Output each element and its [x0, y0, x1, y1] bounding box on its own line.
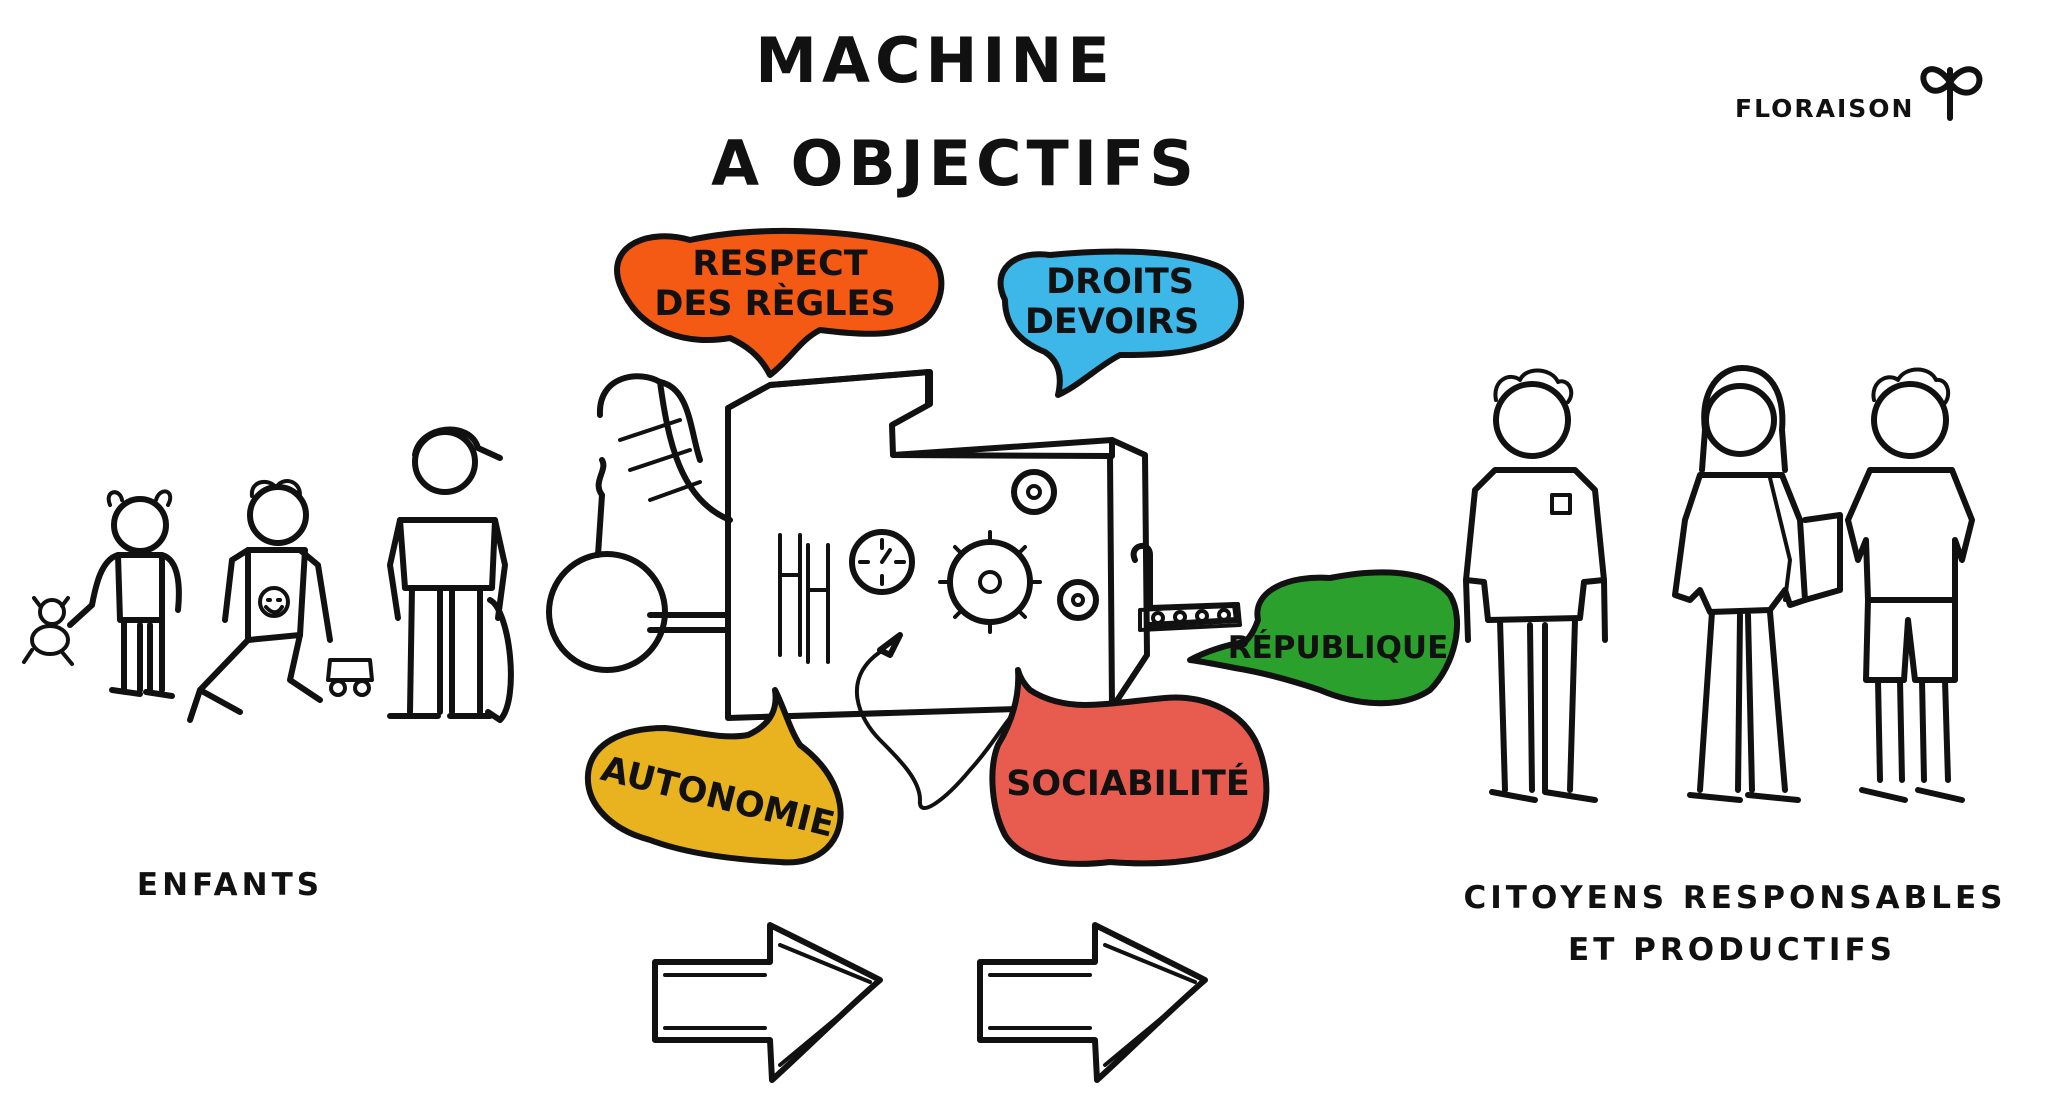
bubble-respect-des-regles: RESPECT DES RÈGLES [614, 227, 945, 378]
child-with-cap-icon [387, 426, 514, 723]
bubble-sociabilite-shape [989, 667, 1270, 867]
bubble-sociabilite: SOCIABILITÉ [989, 667, 1270, 867]
bubble-respect-line-2: DES RÈGLES [654, 282, 895, 324]
bubble-droits-shape [997, 248, 1245, 398]
bubble-respect-shape [614, 227, 945, 378]
bubble-autonomie: AUTONOMIE [584, 687, 844, 866]
bubble-republique-shape [1187, 569, 1460, 707]
adult-teen-icon [1845, 367, 1975, 803]
adult-man-icon [1463, 368, 1608, 803]
child-with-teddy-icon [22, 489, 182, 699]
caption-citoyens-line-1: CITOYENS RESPONSABLES [1464, 880, 2007, 916]
right-arrow-icon [652, 922, 883, 1083]
brand-name: FLORAISON [1735, 94, 1914, 123]
brand: FLORAISON [1735, 66, 1983, 123]
bubble-respect-line-1: RESPECT [692, 244, 867, 284]
caption-citoyens-line-2: ET PRODUCTIFS [1568, 932, 1896, 968]
kneeling-child-icon [187, 478, 374, 723]
caption-enfants: ENFANTS [137, 867, 323, 903]
adult-woman-icon [1672, 365, 1843, 803]
bubble-sociabilite-label: SOCIABILITÉ [1006, 762, 1250, 804]
bubble-droits-devoirs: DROITS DEVOIRS [997, 248, 1245, 398]
goal-machine-icon [546, 369, 1242, 810]
bubble-republique-label: RÉPUBLIQUE [1228, 630, 1449, 666]
title-line-1: MACHINE [755, 24, 1114, 97]
bubble-droits-line-1: DROITS [1046, 262, 1194, 302]
adults-group [1463, 365, 1975, 803]
bubble-autonomie-shape [584, 687, 844, 866]
bubble-republique: RÉPUBLIQUE [1187, 569, 1460, 707]
title-line-2: A OBJECTIFS [711, 127, 1199, 200]
right-arrow-icon [977, 922, 1208, 1083]
bubble-droits-line-2: DEVOIRS [1025, 302, 1199, 342]
sprout-icon [1920, 66, 1983, 121]
page-title: MACHINE A OBJECTIFS [711, 24, 1199, 200]
children-group [22, 426, 514, 723]
